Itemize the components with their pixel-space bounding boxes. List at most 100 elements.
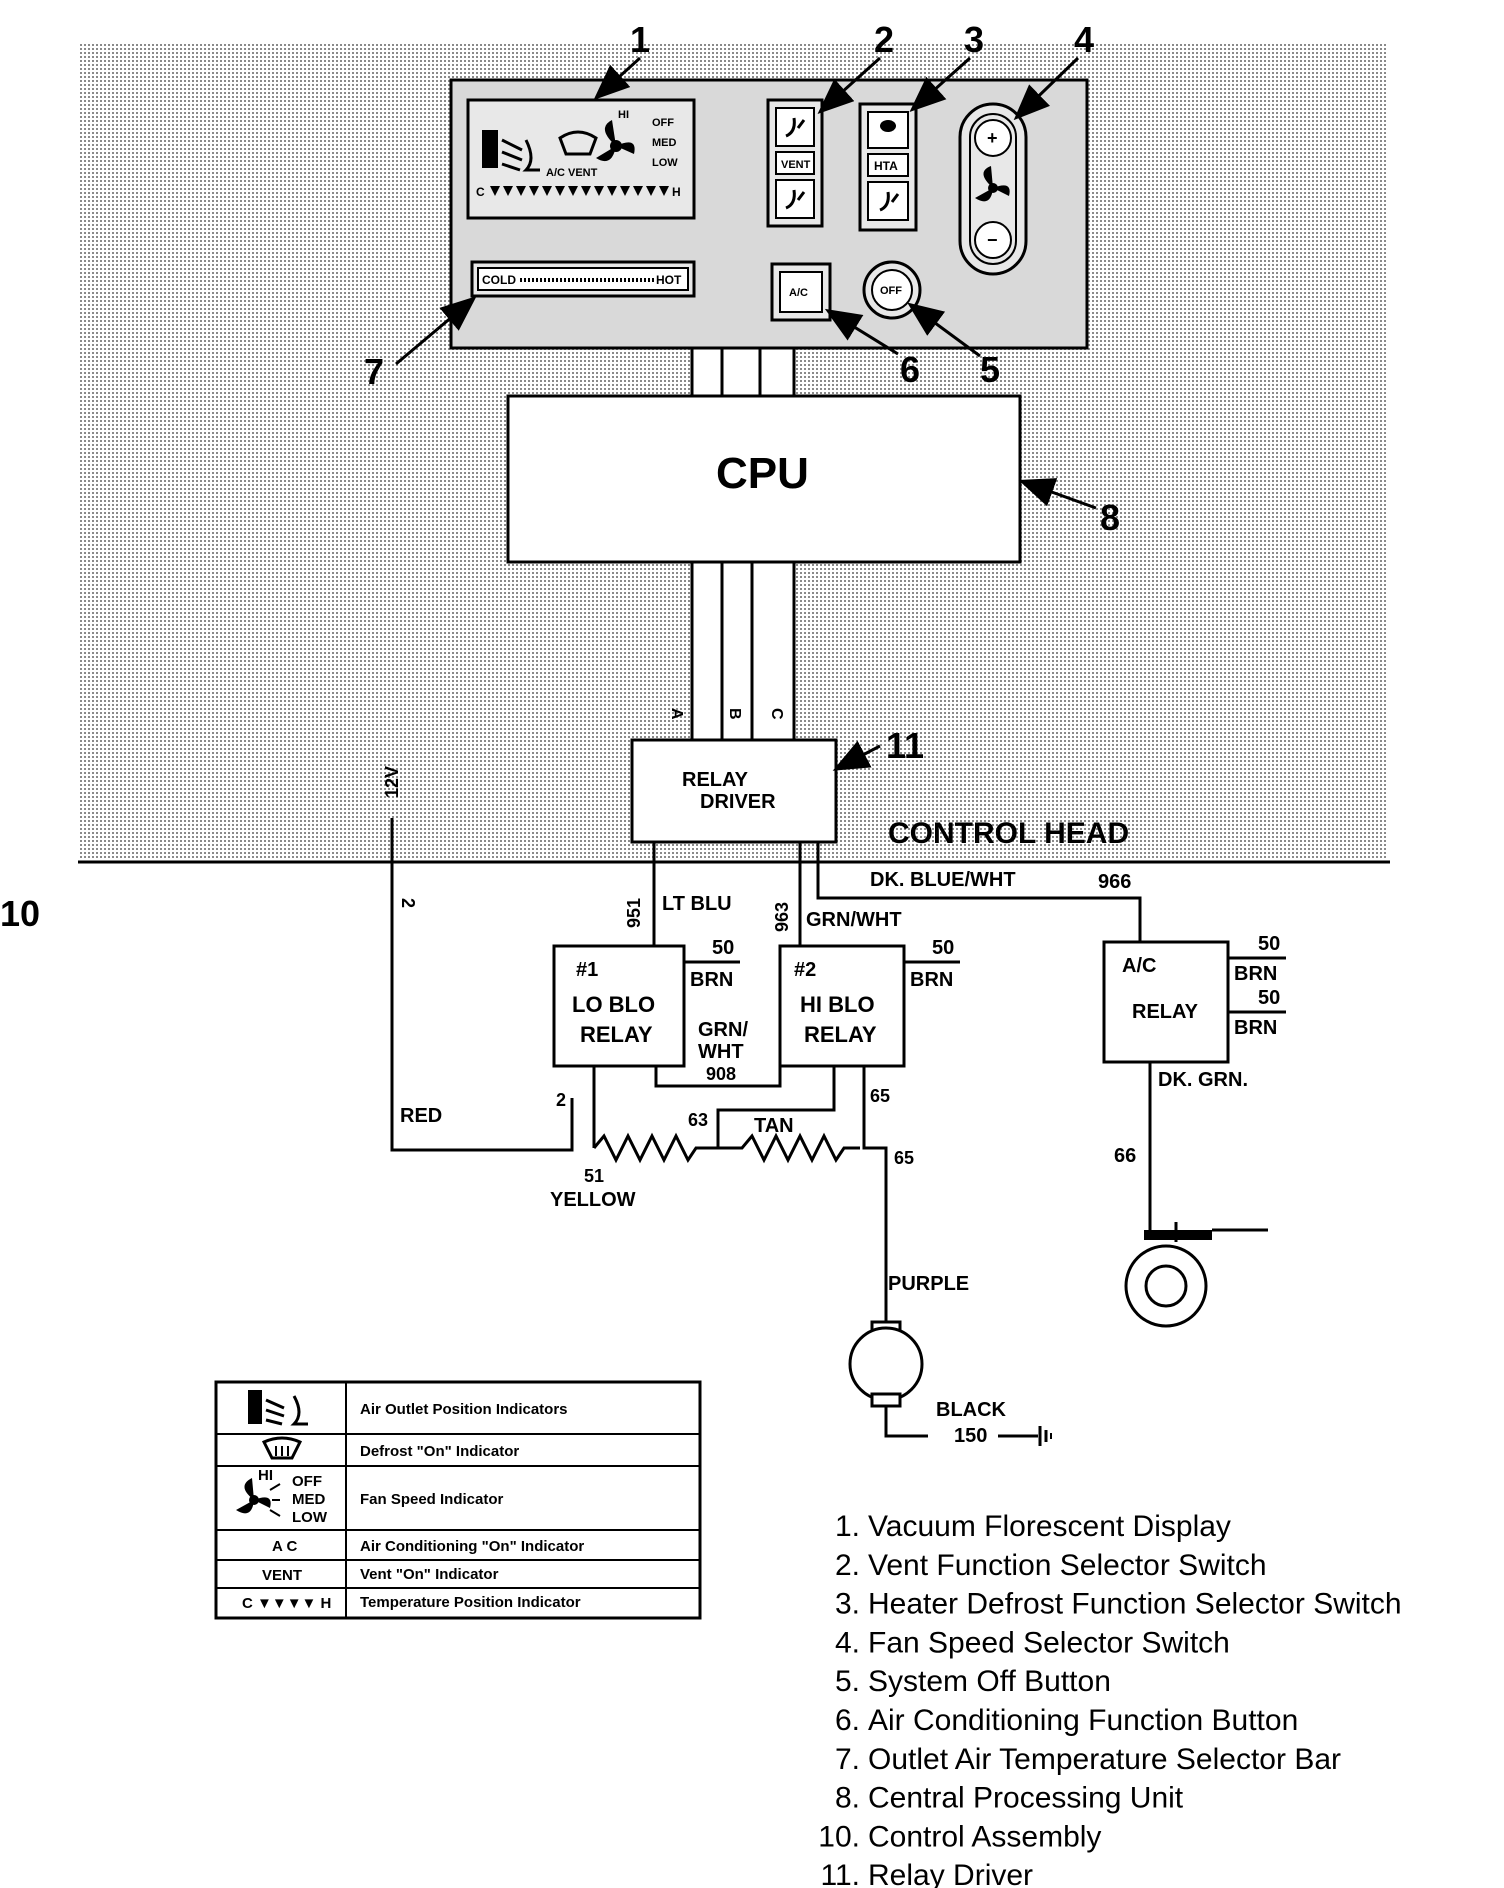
callout-11-leader: [832, 740, 881, 771]
wire-red-label: RED: [400, 1105, 442, 1127]
wire-tan-label: TAN: [754, 1115, 794, 1137]
defrost-icon: [261, 1436, 303, 1460]
display-low: LOW: [652, 157, 678, 169]
vent-button-label: VENT: [781, 159, 811, 171]
defrost-button-icon: [880, 120, 896, 132]
key-item-text: Fan Speed Selector Switch: [868, 1626, 1230, 1659]
key-item-text: System Off Button: [868, 1665, 1111, 1698]
bus-c-label: C: [768, 708, 785, 720]
fan-minus-button[interactable]: [974, 221, 1012, 259]
callout-2-leader: [817, 56, 882, 115]
fan-plus-label: +: [987, 128, 998, 148]
wire-purple-label: PURPLE: [888, 1273, 969, 1295]
temp-bar-inner: [477, 267, 689, 291]
temp-marker: [659, 186, 669, 196]
compressor-clutch-icon: [1124, 1222, 1268, 1328]
off-button-face: [871, 269, 913, 311]
wire-65b-label: 65: [894, 1148, 914, 1168]
fan-switch-inner: [969, 113, 1017, 265]
ac-button-label: A/C: [789, 287, 808, 299]
control-head-title: CONTROL HEAD: [888, 817, 1129, 850]
wire-12v-red: [390, 818, 574, 1152]
legend-fan-low: LOW: [292, 1509, 328, 1526]
callout-4: 4: [1074, 19, 1094, 60]
legend-ac-label: A C: [272, 1538, 297, 1555]
legend-fan-med: MED: [292, 1491, 326, 1508]
callout-8: 8: [1100, 497, 1120, 538]
callout-4-leader: [1013, 56, 1080, 121]
display-off: OFF: [652, 117, 674, 129]
temp-marker: [568, 186, 578, 196]
fan-speed-icon: [236, 1478, 281, 1517]
relay2-line1: HI BLO: [800, 992, 875, 1017]
wire-2-relay-label: 2: [556, 1090, 566, 1110]
key-item-text: Heater Defrost Function Selector Switch: [868, 1588, 1402, 1621]
wire-150-label: 150: [954, 1425, 987, 1447]
callout-5: 5: [980, 349, 1000, 390]
legend-vent-label: VENT: [262, 1567, 302, 1584]
temperature-scale-icon: [490, 186, 669, 196]
key-item-text: Relay Driver: [868, 1859, 1033, 1888]
temp-marker: [529, 186, 539, 196]
relay2-line2: RELAY: [804, 1022, 877, 1047]
wire-65: [862, 1066, 888, 1328]
temp-bar-cold: COLD: [482, 273, 516, 287]
callout-5-leader: [907, 302, 981, 358]
fan-plus-button[interactable]: [974, 119, 1012, 157]
key-item-number: 3.: [835, 1588, 860, 1621]
wire-lt-blu-label: LT BLU: [662, 893, 732, 915]
fan-icon: [975, 166, 1010, 202]
key-item-text: Vacuum Florescent Display: [868, 1510, 1231, 1543]
air-outlet-icon: [482, 130, 540, 172]
wire-150-black: [884, 1406, 928, 1438]
callout-3: 3: [964, 19, 984, 60]
legend-fan-off: OFF: [292, 1473, 322, 1490]
bus-b-label: B: [726, 708, 743, 720]
key-item-text: Outlet Air Temperature Selector Bar: [868, 1743, 1341, 1776]
callout-11: 11: [886, 725, 924, 766]
off-button-label: OFF: [880, 285, 902, 297]
legend-row-2-text: Defrost "On" Indicator: [360, 1443, 519, 1460]
supply-12v-label: 12V: [382, 766, 402, 798]
wire-yellow-label: YELLOW: [550, 1189, 636, 1211]
wire-dk-grn-label: DK. GRN.: [1158, 1069, 1248, 1091]
callout-7: 7: [364, 351, 384, 392]
ac-relay-line2: RELAY: [1132, 1001, 1199, 1023]
key-item-text: Air Conditioning Function Button: [868, 1704, 1298, 1737]
wire-908-grn-wht: [654, 1066, 782, 1088]
ac-relay-50a-label: 50: [1258, 933, 1280, 955]
temp-marker: [607, 186, 617, 196]
key-item-number: 6.: [835, 1704, 860, 1737]
wire-65a-label: 65: [870, 1086, 890, 1106]
key-item-number: 11.: [821, 1859, 860, 1888]
relay2-brn-label: BRN: [910, 969, 953, 991]
ac-relay-line1: A/C: [1122, 955, 1156, 977]
callout-7-leader: [395, 296, 477, 366]
panel-cpu-connectors: [690, 346, 796, 398]
resistor-low: [592, 1132, 718, 1164]
air-outlet-icon: [248, 1390, 308, 1426]
key-item-number: 2.: [835, 1549, 860, 1582]
temp-marker: [490, 186, 500, 196]
ac-button-face: [779, 271, 823, 313]
blower-motor-icon: [848, 1320, 924, 1408]
display-ac-vent: A/C VENT: [546, 167, 598, 179]
legend-fan-hi: HI: [258, 1467, 273, 1484]
lo-blo-relay: [552, 944, 686, 1068]
wire-63-label: 63: [688, 1110, 708, 1130]
wire-2-top-label: 2: [398, 898, 418, 908]
wire-black-label: BLACK: [936, 1399, 1007, 1421]
display-h: H: [672, 185, 681, 199]
ac-relay: [1102, 940, 1230, 1064]
key-item-text: Control Assembly: [868, 1820, 1101, 1853]
legend-row-1-text: Air Outlet Position Indicators: [360, 1401, 568, 1418]
relay-driver: [630, 738, 838, 844]
temp-marker: [542, 186, 552, 196]
display-hi: HI: [618, 109, 629, 121]
temp-marker: [646, 186, 656, 196]
hi-blo-relay: [778, 944, 906, 1068]
relay2-50-label: 50: [932, 937, 954, 959]
display-c: C: [476, 185, 485, 199]
